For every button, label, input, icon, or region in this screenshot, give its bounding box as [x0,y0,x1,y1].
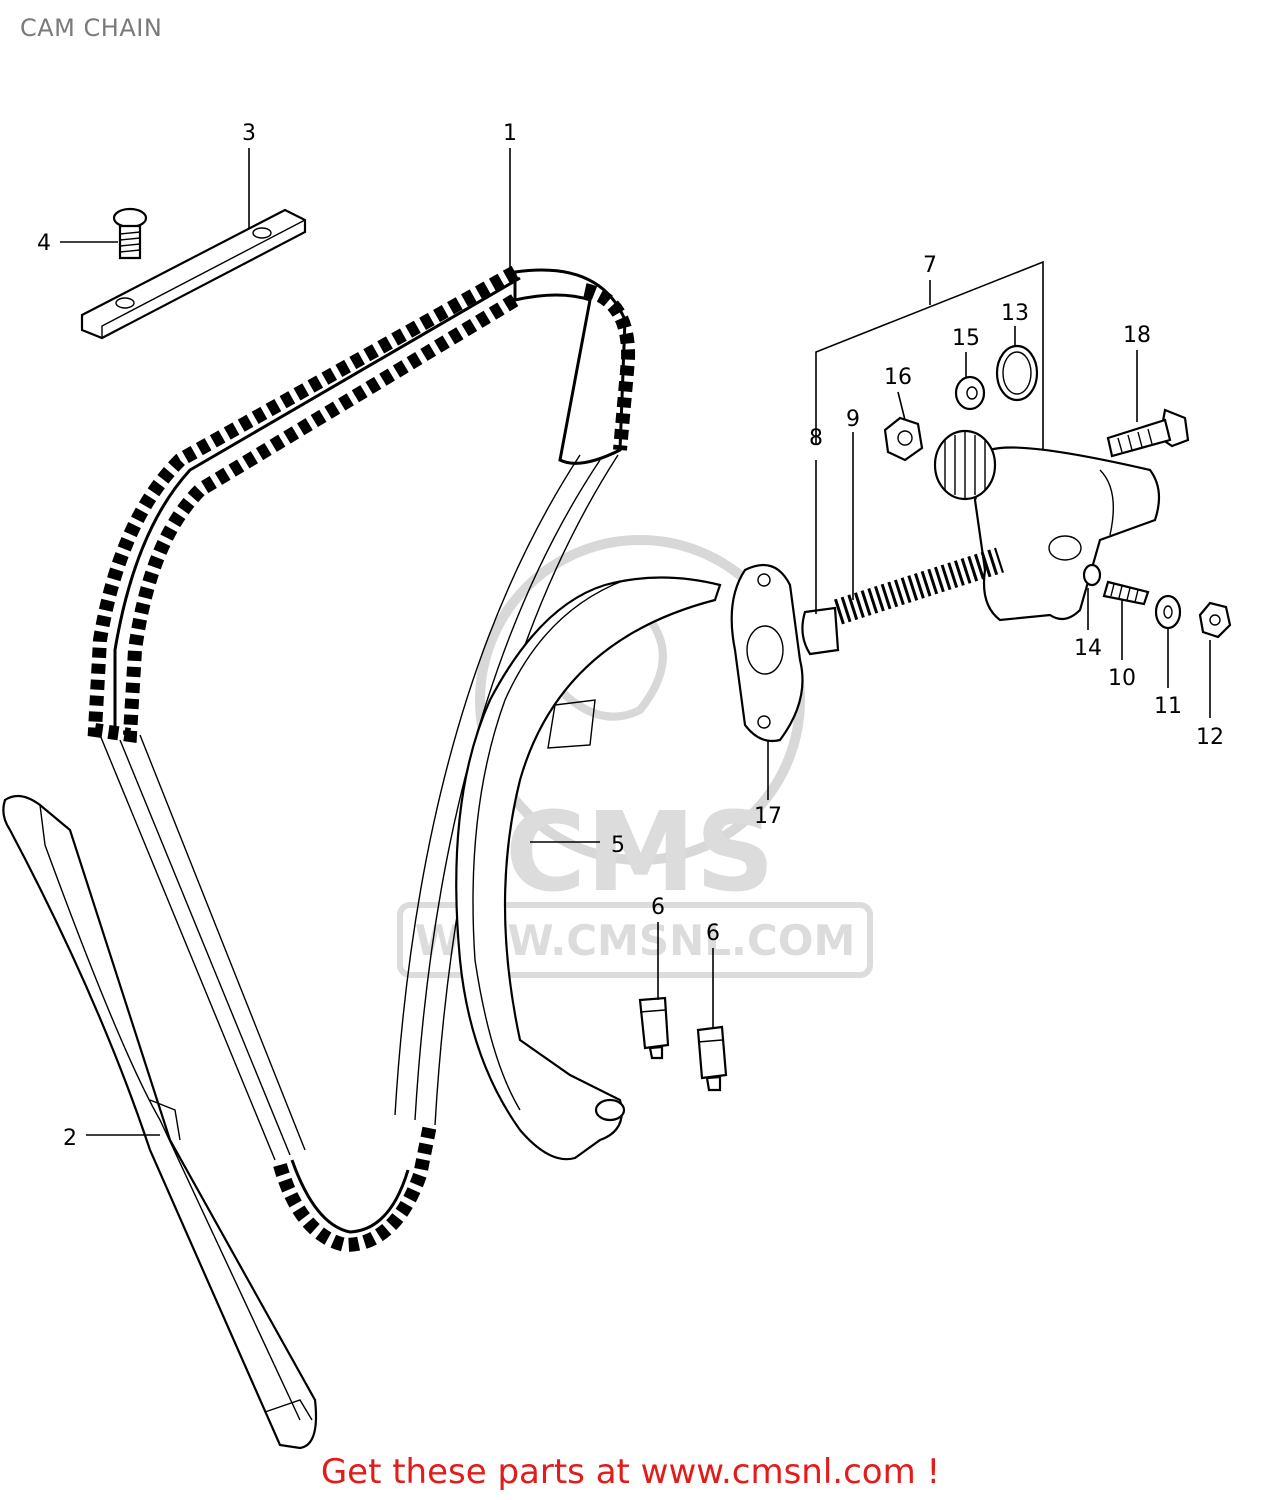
callout-10: 10 [1108,666,1136,691]
part-14-washer [1082,563,1102,587]
part-11-washer [1154,594,1182,630]
leader-lines [60,148,1211,1136]
callout-14: 14 [1074,636,1102,661]
callout-12: 12 [1196,725,1224,750]
callout-18: 18 [1123,323,1151,348]
part-12-nut [1198,601,1232,639]
callout-4: 4 [37,231,51,256]
part-9-spring [834,547,1004,625]
callout-1: 1 [503,121,517,146]
page-title: CAM CHAIN [20,14,163,42]
part-10-stud [1102,580,1150,606]
part-4-screw [112,207,148,260]
part-17-gasket [730,563,804,743]
part-8-pushrod [801,606,840,656]
part-18-bolt [1106,408,1190,458]
part-5-tensioner-slipper [455,576,722,1161]
callout-6a: 6 [651,895,665,920]
callout-17: 17 [754,804,782,829]
promo-link[interactable]: Get these parts at www.cmsnl.com ! [320,1452,941,1492]
watermark-logo: CMS [505,788,774,916]
part-6-dowel-pin-b [696,1025,728,1092]
part-6-dowel-pin-a [638,996,670,1060]
part-13-o-ring [995,344,1039,402]
part-2-chain-guide [2,794,318,1450]
callout-7: 7 [923,253,937,278]
callout-13: 13 [1001,301,1029,326]
part-16-nut [883,416,924,462]
part-7-tensioner-assembly [933,429,1161,622]
callout-5: 5 [611,833,625,858]
callout-6b: 6 [706,921,720,946]
callout-16: 16 [884,365,912,390]
callout-8: 8 [809,426,823,451]
callout-3: 3 [242,121,256,146]
callout-15: 15 [952,326,980,351]
callout-9: 9 [846,407,860,432]
callout-2: 2 [63,1126,77,1151]
part-15-bearing [954,375,986,411]
callout-labels: 1 3 4 2 5 6 6 7 8 9 16 15 13 18 17 14 10… [37,121,1224,1151]
part-3-guide-plate [80,208,307,340]
callout-11: 11 [1154,694,1182,719]
